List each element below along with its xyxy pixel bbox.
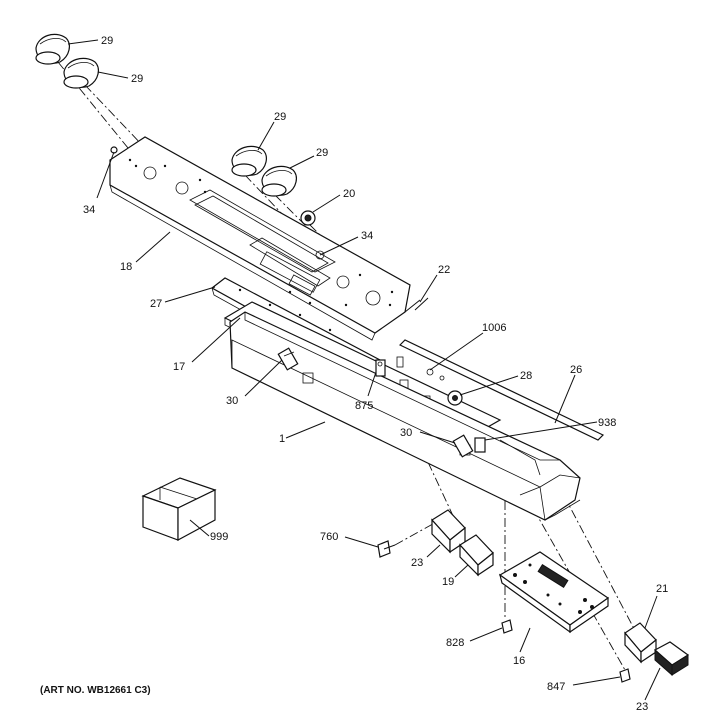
label-27: 27 [150, 298, 162, 310]
label-1: 1 [279, 433, 285, 445]
label-29d: 29 [316, 147, 328, 159]
label-999: 999 [210, 531, 228, 543]
label-19: 19 [442, 576, 454, 588]
knob-29-b [63, 57, 99, 89]
label-34b: 34 [361, 230, 373, 242]
terminal-875 [375, 359, 386, 377]
label-938: 938 [598, 417, 616, 429]
label-828: 828 [446, 637, 464, 649]
label-17: 17 [173, 361, 185, 373]
label-760: 760 [320, 531, 338, 543]
label-18: 18 [120, 261, 132, 273]
label-30b: 30 [400, 427, 412, 439]
box-999 [141, 477, 217, 542]
label-23a: 23 [411, 557, 423, 569]
callout-labels: 29 29 29 29 20 34 34 18 22 27 1006 17 28… [83, 35, 668, 713]
knob-29-c [231, 145, 267, 177]
knob-29-d [261, 165, 297, 197]
label-30a: 30 [226, 395, 238, 407]
art-number: (ART NO. WB12661 C3) [40, 685, 151, 696]
label-23b: 23 [636, 701, 648, 713]
chassis-1 [229, 311, 581, 521]
label-26: 26 [570, 364, 582, 376]
screw-760 [377, 540, 396, 558]
trim-26 [398, 339, 605, 441]
gear-20 [300, 210, 316, 226]
switch-23-b [653, 641, 690, 677]
screw-828 [501, 619, 513, 634]
label-847: 847 [547, 681, 565, 693]
label-29c: 29 [274, 111, 286, 123]
leader-lines [67, 39, 661, 701]
switch-21 [624, 622, 657, 664]
knob-29-a [35, 33, 70, 65]
label-16: 16 [513, 655, 525, 667]
terminal-30-b [452, 434, 474, 458]
label-34a: 34 [83, 204, 95, 216]
label-21: 21 [656, 583, 668, 595]
label-20: 20 [343, 188, 355, 200]
switch-23-a [431, 509, 466, 554]
control-board-16 [498, 551, 610, 634]
label-28: 28 [520, 370, 532, 382]
label-29b: 29 [131, 73, 143, 85]
screw-847 [619, 668, 631, 683]
terminal-30-a [277, 347, 299, 371]
trim-22 [404, 297, 429, 313]
label-1006: 1006 [482, 322, 506, 334]
control-panel-18 [109, 136, 411, 341]
switch-19 [459, 534, 494, 577]
connector-938 [474, 437, 486, 453]
label-29a: 29 [101, 35, 113, 47]
label-22: 22 [438, 264, 450, 276]
label-875: 875 [355, 400, 373, 412]
